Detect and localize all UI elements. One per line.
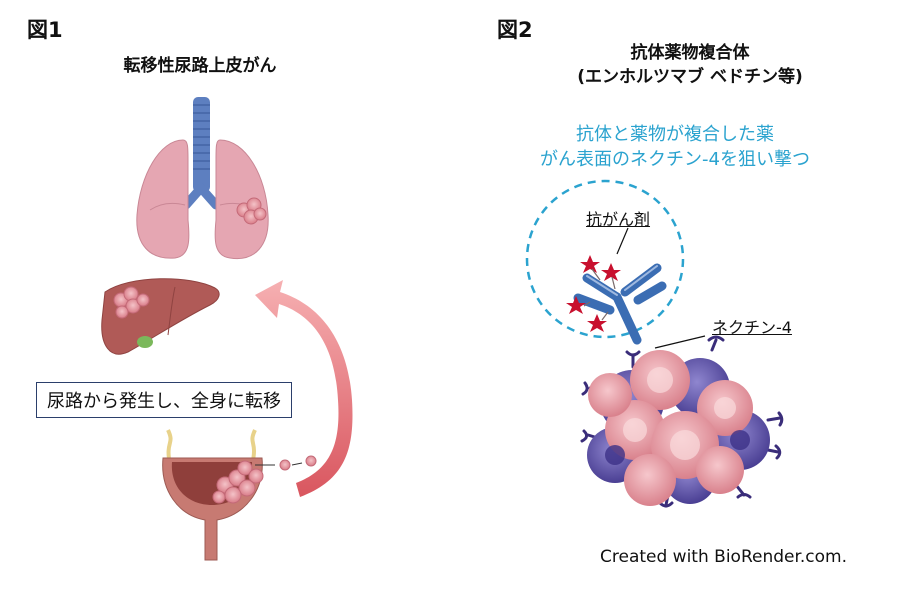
- liver-tumor: [113, 286, 150, 319]
- figure2-title-line1: 抗体薬物複合体: [630, 43, 750, 63]
- tumor-cell-cluster: [580, 335, 784, 508]
- figure2-label: 図2: [497, 18, 533, 42]
- antibody-drug-conjugate: [573, 263, 667, 345]
- drug-label: 抗がん剤: [586, 210, 651, 229]
- zoom-circle: [525, 179, 685, 339]
- bladder-tumor: [212, 460, 264, 504]
- lungs-illustration: [136, 97, 269, 260]
- figure1-title: 転移性尿路上皮がん: [123, 56, 277, 76]
- lung-tumor: [236, 197, 267, 225]
- figure2-title-line2: (エンホルツマブ ベドチン等): [577, 67, 803, 87]
- drug-pointer-line: [616, 227, 629, 255]
- nectin-pointer-line: [654, 335, 706, 349]
- biorender-credit: Created with BioRender.com.: [600, 547, 848, 567]
- adc-description-line1: 抗体と薬物が複合した薬: [576, 124, 774, 145]
- metastasis-caption-box: 尿路から発生し、全身に転移: [36, 382, 292, 418]
- adc-description-line2: がん表面のネクチン-4を狙い撃つ: [540, 149, 810, 170]
- liver-illustration: [101, 278, 220, 355]
- metastasis-arrow: [255, 280, 353, 497]
- figure1-label: 図1: [27, 18, 63, 42]
- drug-payloads: [566, 255, 621, 332]
- bladder-illustration: [162, 429, 317, 561]
- nectin4-label: ネクチン-4: [712, 318, 792, 337]
